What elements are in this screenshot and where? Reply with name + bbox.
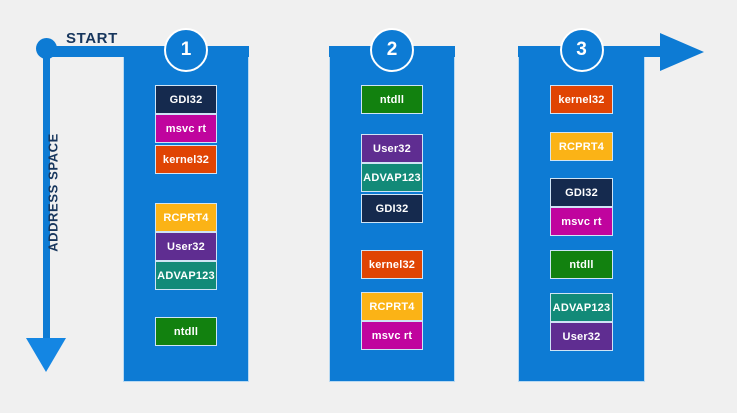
module-block[interactable]: RCPRT4: [155, 203, 217, 232]
module-block[interactable]: msvc rt: [361, 321, 423, 350]
module-block[interactable]: ntdll: [550, 250, 613, 279]
module-block[interactable]: GDI32: [361, 194, 423, 223]
module-block[interactable]: RCPRT4: [550, 132, 613, 161]
module-block[interactable]: RCPRT4: [361, 292, 423, 321]
module-block[interactable]: User32: [155, 232, 217, 261]
module-block[interactable]: kernel32: [155, 145, 217, 174]
module-block[interactable]: ntdll: [361, 85, 423, 114]
timeline-bar-segment-1: [47, 46, 123, 57]
address-space-arrow-icon: [26, 338, 66, 372]
module-block[interactable]: msvc rt: [155, 114, 217, 143]
module-block[interactable]: GDI32: [550, 178, 613, 207]
module-block[interactable]: ntdll: [155, 317, 217, 346]
module-block[interactable]: GDI32: [155, 85, 217, 114]
phase-badge-3[interactable]: 3: [559, 28, 604, 72]
start-label: START: [66, 30, 118, 47]
address-space-axis-line: [43, 46, 50, 346]
module-block[interactable]: ADVAP123: [155, 261, 217, 290]
module-block[interactable]: kernel32: [361, 250, 423, 279]
module-block[interactable]: User32: [361, 134, 423, 163]
phase-badge-2[interactable]: 2: [370, 28, 414, 72]
module-block[interactable]: kernel32: [550, 85, 613, 114]
address-space-origin-dot: [36, 38, 57, 59]
module-block[interactable]: User32: [550, 322, 613, 351]
module-block[interactable]: ADVAP123: [550, 293, 613, 322]
timeline-arrow-icon: [660, 33, 704, 71]
module-block[interactable]: msvc rt: [550, 207, 613, 236]
module-block[interactable]: ADVAP123: [361, 163, 423, 192]
address-space-label: ADDRESS SPACE: [45, 133, 61, 252]
phase-badge-1[interactable]: 1: [164, 28, 208, 72]
